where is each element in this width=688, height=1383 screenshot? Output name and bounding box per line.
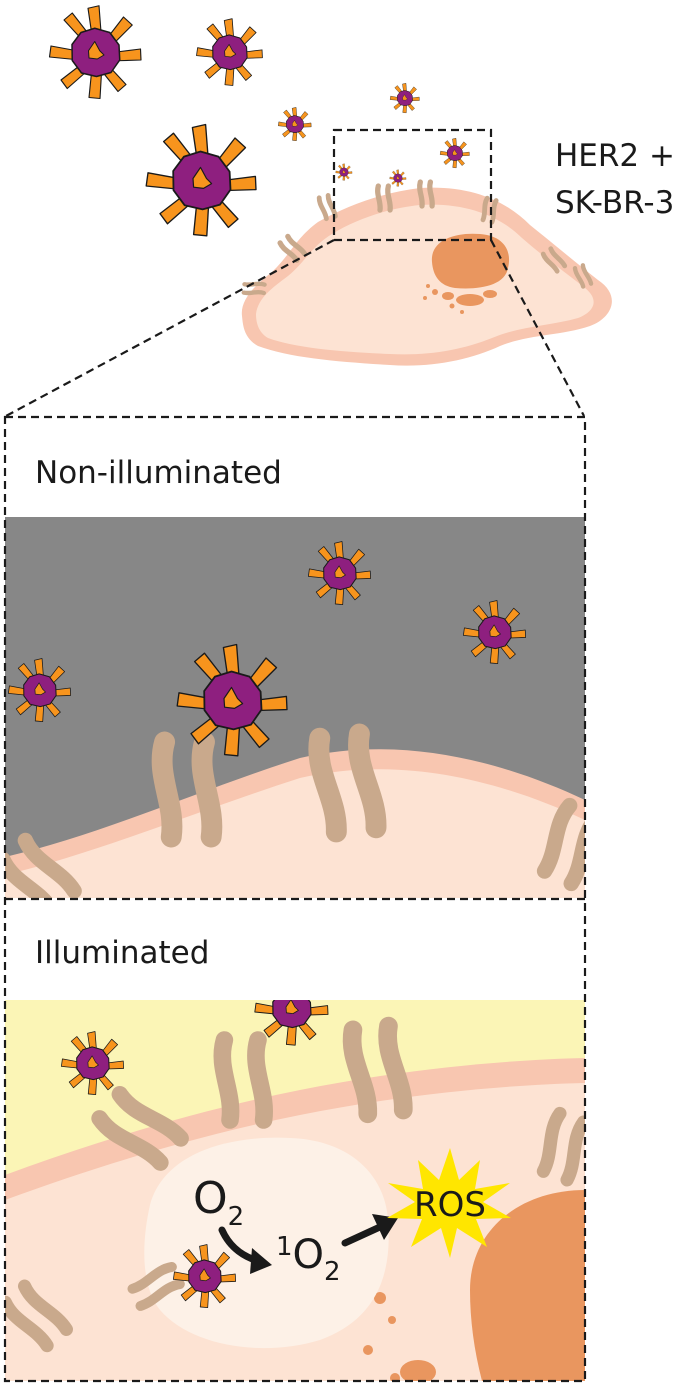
cell-line-label-name: SK-BR-3 bbox=[555, 185, 674, 221]
nucleus bbox=[431, 233, 510, 289]
zoom-region-box bbox=[332, 128, 493, 242]
nanoparticle-icon bbox=[48, 4, 142, 100]
nucleus bbox=[470, 1190, 585, 1381]
ros-burst-icon bbox=[387, 1148, 511, 1258]
panel-title-illuminated: Illuminated bbox=[35, 935, 209, 971]
panel-title-non-illuminated: Non-illuminated bbox=[35, 455, 282, 491]
illuminated-panel: O2 1O2 ROS bbox=[5, 1000, 585, 1381]
vesicles bbox=[423, 284, 497, 314]
reaction-arrow-icon bbox=[341, 1222, 386, 1247]
nanoparticle-icon bbox=[389, 82, 420, 114]
oxygen-label: O2 bbox=[193, 1173, 244, 1232]
nanoparticle-icon bbox=[195, 18, 263, 87]
zoom-guide-left bbox=[5, 239, 335, 417]
non-illuminated-panel bbox=[5, 517, 585, 898]
vesicles bbox=[363, 1292, 436, 1381]
cell-line-label-her2: HER2 + bbox=[555, 138, 675, 174]
nanoparticle-icon bbox=[389, 169, 407, 187]
ros-label: ROS bbox=[414, 1185, 486, 1225]
nanoparticle-icon bbox=[145, 123, 257, 237]
nanoparticle-icon bbox=[277, 107, 312, 142]
nanoparticle-icon bbox=[439, 137, 470, 169]
zoom-guide-right bbox=[490, 239, 585, 417]
singlet-oxygen-label: 1O2 bbox=[276, 1232, 341, 1287]
nanoparticle-icon bbox=[335, 163, 353, 181]
